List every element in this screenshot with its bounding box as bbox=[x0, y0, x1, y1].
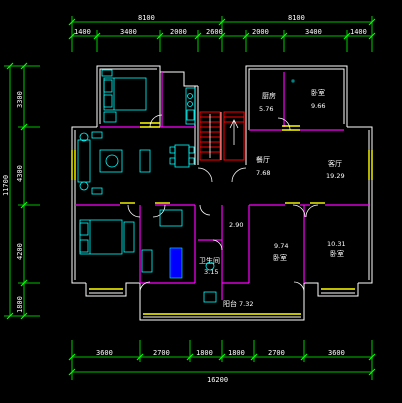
dim-bottom-total: 16200 bbox=[207, 376, 228, 384]
area-dining: 7.68 bbox=[256, 169, 270, 177]
sofa-set bbox=[77, 131, 151, 195]
dim-top-seg: 2000 bbox=[170, 28, 187, 36]
area-kitchen: 5.76 bbox=[259, 105, 273, 113]
label-bedroom-mid: 卧室 bbox=[273, 253, 287, 262]
label-bedroom-right: 卧室 bbox=[330, 249, 344, 258]
dim-top-seg: 2600 bbox=[206, 28, 223, 36]
dim-top-seg: 1400 bbox=[74, 28, 91, 36]
dim-bottom-seg: 3600 bbox=[328, 349, 345, 357]
dim-bottom-seg: 2700 bbox=[268, 349, 285, 357]
dim-bottom-seg: 3600 bbox=[96, 349, 113, 357]
dim-top-seg: 2000 bbox=[252, 28, 269, 36]
area-bedroom-top-right: 9.66 bbox=[311, 102, 325, 110]
dim-left-seg: 4200 bbox=[16, 243, 24, 260]
dim-bottom-seg: 1800 bbox=[196, 349, 213, 357]
stair-arrows bbox=[209, 112, 239, 160]
dining-set bbox=[169, 144, 195, 168]
bed-top-right bbox=[291, 79, 295, 83]
label-bathroom: 卫生间 bbox=[199, 256, 220, 265]
label-living: 客厅 bbox=[328, 159, 342, 168]
area-bathroom: 3.15 bbox=[204, 268, 218, 276]
bottom-dimension-lines bbox=[68, 340, 376, 380]
dim-bottom-seg: 2700 bbox=[153, 349, 170, 357]
dim-left-seg: 4300 bbox=[16, 165, 24, 182]
dimension-labels: 8100 8100 1400 3400 2000 2600 2000 3400 … bbox=[2, 14, 367, 384]
door-swings bbox=[127, 114, 319, 293]
top-dimension-lines bbox=[68, 16, 376, 52]
dim-left-total: 11700 bbox=[2, 175, 10, 196]
label-dining: 餐厅 bbox=[256, 155, 270, 164]
dim-left-seg: 1800 bbox=[16, 296, 24, 313]
dim-left-seg: 3300 bbox=[16, 91, 24, 108]
dim-top-seg: 1400 bbox=[350, 28, 367, 36]
sink-cabinet bbox=[169, 247, 183, 279]
area-bedroom-right: 10.31 bbox=[327, 240, 346, 248]
dim-bottom-seg: 1800 bbox=[228, 349, 245, 357]
area-balcony: 7.32 bbox=[239, 300, 253, 308]
label-bedroom-top-right: 卧室 bbox=[311, 88, 325, 97]
area-bedroom-mid: 9.74 bbox=[274, 242, 288, 250]
left-dimension-lines bbox=[4, 62, 40, 320]
area-hall: 2.90 bbox=[229, 221, 243, 229]
area-living: 19.29 bbox=[326, 172, 345, 180]
bathroom-fixtures bbox=[141, 209, 217, 303]
dim-top-total-right: 8100 bbox=[288, 14, 305, 22]
dim-top-total-left: 8100 bbox=[138, 14, 155, 22]
label-kitchen: 厨房 bbox=[262, 91, 276, 100]
stair-treads bbox=[199, 111, 245, 161]
bed-bottom-left bbox=[79, 219, 135, 255]
kitchen-counter bbox=[185, 87, 196, 125]
windows bbox=[71, 122, 373, 315]
bed-top-left bbox=[101, 69, 147, 123]
room-labels: 厨房 5.76 卧室 9.66 餐厅 7.68 客厅 19.29 2.90 9.… bbox=[199, 88, 346, 308]
interior-partitions bbox=[75, 72, 369, 300]
label-balcony: 阳台 bbox=[223, 299, 237, 308]
dim-top-seg: 3400 bbox=[120, 28, 137, 36]
dim-top-seg: 3400 bbox=[305, 28, 322, 36]
